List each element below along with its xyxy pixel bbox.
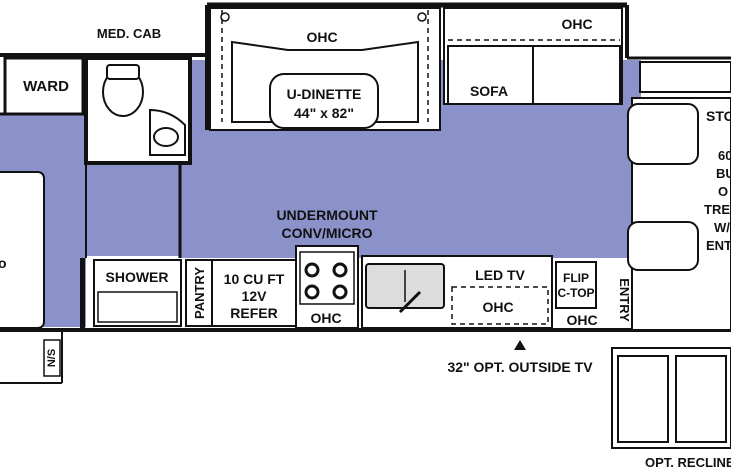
outside-tv-label: 32" OPT. OUTSIDE TV	[447, 359, 593, 375]
flip-top-line-2: C-TOP	[557, 286, 594, 300]
cab-seat-top	[627, 103, 699, 165]
flip-top-line-1: FLIP	[563, 271, 589, 285]
u-dinette-size: 44" x 82"	[294, 105, 354, 121]
u-dinette-label: U-DINETTE	[287, 86, 362, 102]
cab-area: STO 60 BU O TRE W/ ENT	[627, 61, 731, 331]
sofa: OHC SOFA	[443, 7, 623, 105]
recliner-label: OPT. RECLINE	[645, 455, 731, 469]
conv-micro-label: CONV/MICRO	[282, 225, 373, 241]
burner-icon	[304, 284, 320, 300]
flip-top	[555, 261, 597, 309]
ward-label: WARD	[23, 78, 69, 95]
right-wall-text-2: BU	[716, 166, 731, 181]
right-wall-text-4: TRE	[704, 202, 730, 217]
bathroom: MED. CAB	[84, 26, 192, 165]
led-tv-label: LED TV	[475, 267, 525, 283]
refer-line-2: 12V	[242, 288, 268, 304]
bedroom-label-partial: o	[0, 255, 7, 271]
shower	[93, 259, 182, 327]
burner-icon	[304, 262, 320, 278]
burner-icon	[332, 262, 348, 278]
ohc-range-label: OHC	[310, 310, 341, 326]
ohc-entry-label: OHC	[566, 312, 597, 328]
triangle-marker-icon	[514, 340, 526, 350]
wardrobe: WARD	[3, 56, 85, 116]
med-cab-label: MED. CAB	[97, 26, 161, 41]
pantry-label: PANTRY	[192, 267, 207, 319]
galley: SHOWER PANTRY 10 CU FT 12V REFER OHC LED…	[80, 245, 632, 329]
shower-label: SHOWER	[106, 269, 169, 285]
sofa-label: SOFA	[470, 83, 508, 99]
entry-label: ENTRY	[617, 278, 632, 322]
ohc-kitchen-label: OHC	[482, 299, 513, 315]
exterior-walls	[0, 2, 731, 384]
right-wall-text-6: ENT	[706, 238, 731, 253]
right-wall-text-3: O	[718, 184, 728, 199]
right-wall-text-5: W/	[714, 220, 730, 235]
ohc-dinette-label: OHC	[306, 29, 337, 45]
dinette-table	[269, 73, 379, 129]
ns-label: N/S	[46, 349, 58, 367]
bedroom-edge: o	[0, 171, 45, 329]
burner-icon	[332, 284, 348, 300]
cab-seat-bottom	[627, 221, 699, 271]
right-wall-text-1: 60	[718, 148, 731, 163]
recliners: OPT. RECLINE	[611, 347, 731, 469]
ns-box	[43, 339, 61, 377]
refer-line-3: REFER	[230, 305, 277, 321]
u-dinette: OHC U-DINETTE 44" x 82"	[209, 7, 441, 131]
sink-icon	[153, 127, 179, 147]
stove-label: STO	[706, 108, 731, 124]
interior-walls	[85, 163, 182, 258]
refer-line-1: 10 CU FT	[224, 271, 285, 287]
undermount-label: UNDERMOUNT	[276, 207, 378, 223]
ohc-sofa-label: OHC	[561, 16, 592, 32]
